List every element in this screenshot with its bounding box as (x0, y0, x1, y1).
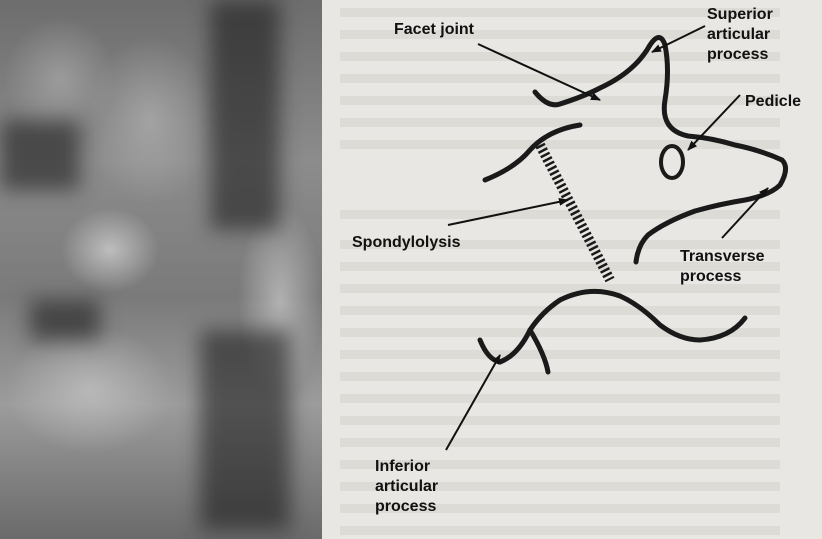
spondylolysis-defect-line (540, 145, 610, 280)
label-facet-joint: Facet joint (394, 20, 474, 40)
label-spondylolysis: Spondylolysis (352, 233, 460, 253)
facet-joint-curve (485, 125, 580, 180)
inferior-articular-process-outline (480, 291, 745, 362)
label-superior-articular-process: Superior articular process (707, 5, 773, 65)
spondylolysis-pointer (448, 200, 568, 225)
inferior-articular-process-tail (530, 330, 548, 372)
superior-articular-process-outline (535, 38, 786, 263)
transverse-process-pointer (722, 188, 768, 238)
label-transverse-process: Transverse process (680, 247, 765, 287)
inferior-articular-process-pointer (446, 355, 500, 450)
facet-joint-pointer (478, 44, 600, 100)
label-pedicle: Pedicle (745, 92, 801, 112)
label-inferior-articular-process: Inferior articular process (375, 457, 438, 517)
pedicle-oval (661, 146, 683, 178)
